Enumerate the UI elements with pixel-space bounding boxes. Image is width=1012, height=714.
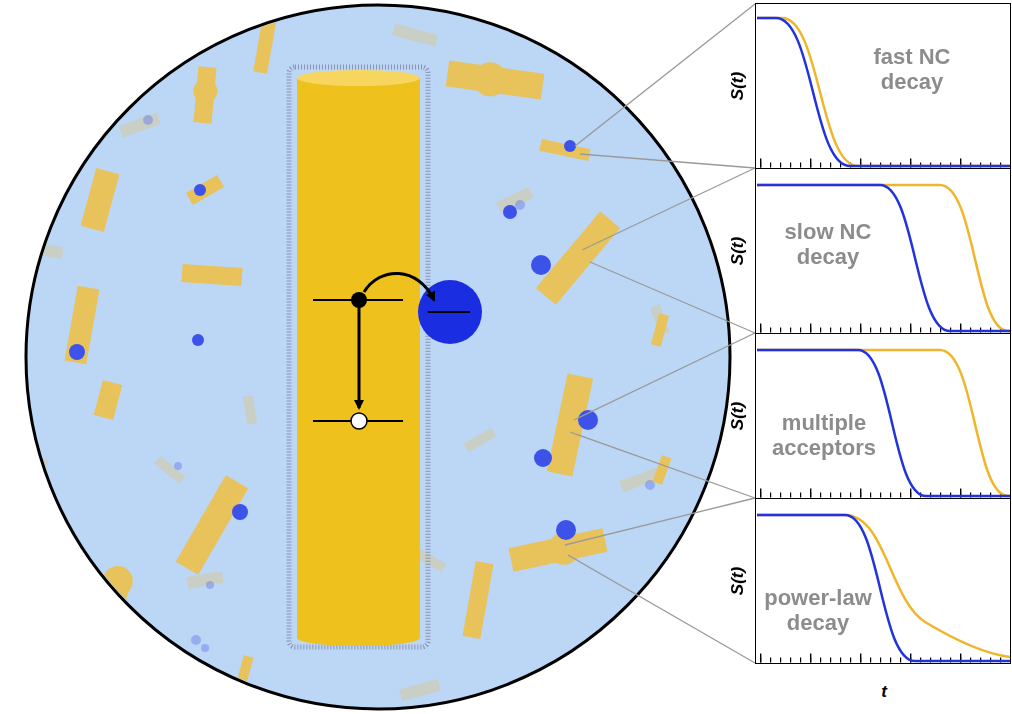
axis-label: S(t) [728,567,748,595]
axis-label-holder: S(t) [728,567,748,595]
plot-panel: multiple acceptors [755,333,1011,499]
decay-curves [757,18,1010,661]
panel-caption: power-law decay [760,585,876,636]
plot-panel: slow NC decay [755,168,1011,334]
axis-label-holder: S(t) [728,237,748,265]
zoom-lines [565,4,755,663]
panel-caption: multiple acceptors [762,410,886,461]
panel-caption: slow NC decay [770,219,886,270]
axis-label: S(t) [728,72,748,100]
axis-label-holder: t [881,682,887,702]
ligand-shell [289,67,428,647]
plot-panel: power-law decay [755,498,1011,664]
nanorod-ensemble [11,16,671,702]
axis-label: S(t) [728,402,748,430]
solution-circle [26,5,730,709]
plot-panel: fast NC decay [755,3,1011,169]
axis-label-holder: S(t) [728,72,748,100]
panel-caption: fast NC decay [854,44,970,95]
axis-label: t [881,682,887,702]
axis-label-holder: S(t) [728,402,748,430]
axis-label: S(t) [728,237,748,265]
central-nanorod [297,78,420,638]
